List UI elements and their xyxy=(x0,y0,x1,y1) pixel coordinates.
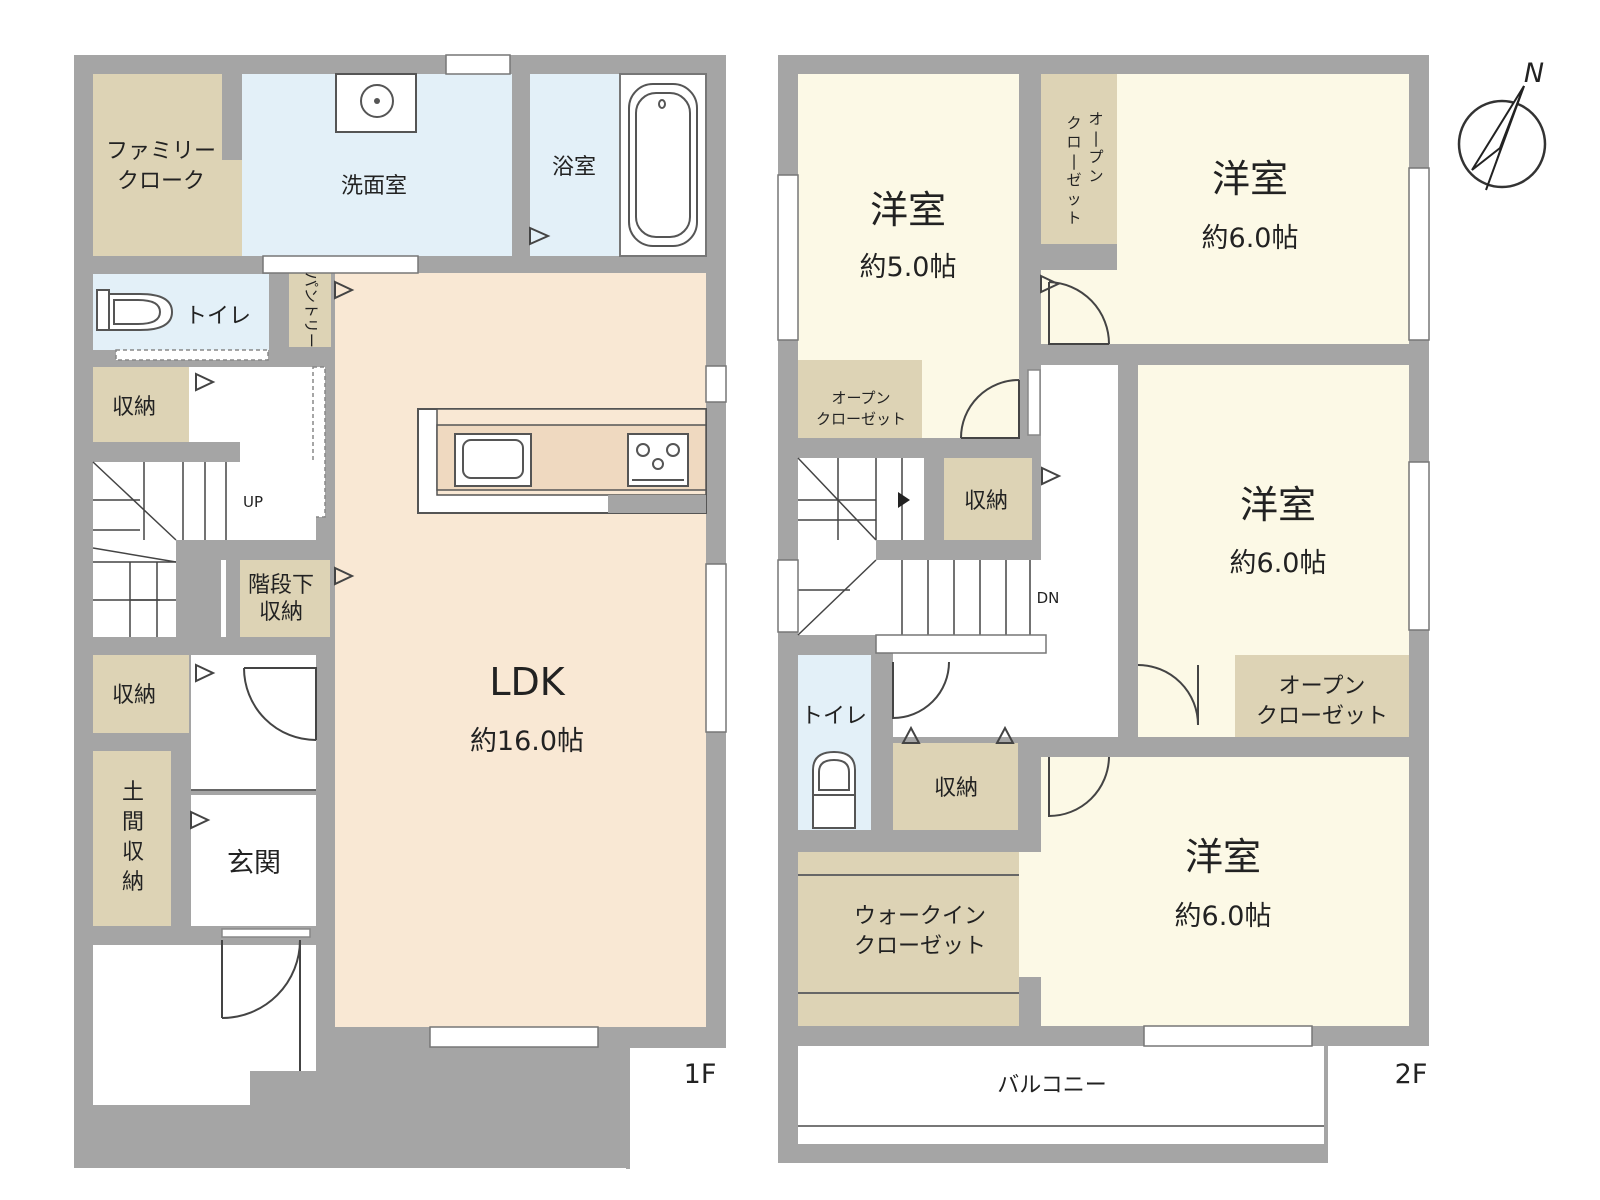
storage-2f-b xyxy=(893,743,1018,830)
sink-icon xyxy=(335,73,417,133)
label-family-closet-line: ファミリー xyxy=(106,139,216,164)
label-doma-storage: 土間収納 xyxy=(122,780,144,895)
label-open-closet-vertical-char: ロ xyxy=(1066,133,1081,151)
label-walk-in-closet-line: ウォークイン xyxy=(854,904,986,929)
label-bathroom: 浴室 xyxy=(552,155,596,180)
label-storage-1f-2: 収納 xyxy=(112,683,156,708)
label-compass-north: N xyxy=(1524,58,1544,89)
label-under-stairs-line: 収納 xyxy=(259,600,303,625)
label-open-closet-a-line: オープン xyxy=(831,389,890,407)
label-open-closet-a-line: クローゼット xyxy=(816,410,906,428)
open-closet-a xyxy=(798,360,922,438)
family-closet xyxy=(93,74,222,256)
label-open-closet-vertical-char: ゼ xyxy=(1066,171,1081,189)
open-closet-vertical xyxy=(1041,74,1117,244)
label-family-closet-line: クローク xyxy=(117,169,205,194)
label-doma-storage-line: 土 xyxy=(122,780,144,805)
label-open-closet-vertical-char: ト xyxy=(1066,209,1081,227)
label-room-c-name: 洋室 xyxy=(1240,483,1316,527)
label-open-closet-vertical-char: ッ xyxy=(1066,190,1081,208)
label-open-closet-vertical-char: ン xyxy=(1088,167,1103,185)
porch xyxy=(93,945,316,1071)
label-storage-1f-1: 収納 xyxy=(112,395,156,420)
label-open-closet-a: オープンクローゼット xyxy=(816,389,906,428)
label-open-closet-vertical: オ|プンクロ|ゼット xyxy=(1066,110,1103,227)
label-doma-storage-line: 収 xyxy=(122,840,144,865)
label-up: UP xyxy=(243,493,263,511)
label-room-a-size: 約5.0帖 xyxy=(860,252,957,283)
label-doma-storage-line: 間 xyxy=(122,810,144,835)
label-under-stairs: 階段下収納 xyxy=(248,573,314,625)
bathtub-icon xyxy=(628,83,698,247)
doma-storage xyxy=(93,751,171,926)
label-open-closet-c-line: オープン xyxy=(1279,674,1366,699)
ldk xyxy=(335,273,706,1027)
label-room-b-size: 約6.0帖 xyxy=(1202,223,1299,254)
label-floor-2: 2F xyxy=(1395,1059,1428,1090)
pantry xyxy=(289,273,331,347)
label-storage-2f-a: 収納 xyxy=(964,489,1008,514)
label-storage-2f-b: 収納 xyxy=(934,776,978,801)
label-floor-1: 1F xyxy=(684,1059,717,1090)
label-room-c-size: 約6.0帖 xyxy=(1230,548,1327,579)
label-pantry: パントリー xyxy=(302,272,320,348)
label-ldk-size: 約16.0帖 xyxy=(470,726,584,757)
label-balcony: バルコニー xyxy=(997,1073,1107,1098)
label-open-closet-vertical-char: | xyxy=(1093,129,1098,147)
floor-2 xyxy=(777,55,1547,1163)
under-stairs-storage xyxy=(240,560,330,637)
open-closet-c xyxy=(1235,655,1409,737)
label-walk-in-closet: ウォークインクローゼット xyxy=(854,904,986,959)
label-doma-storage-line: 納 xyxy=(122,870,144,895)
label-entrance: 玄関 xyxy=(227,848,281,879)
label-room-d-name: 洋室 xyxy=(1185,835,1261,879)
walk-in-closet xyxy=(798,852,1019,1026)
label-dn: DN xyxy=(1037,589,1060,607)
labels: ファミリークローク 洗面室 浴室 トイレ パントリー 収納 UP 階段下収納 収… xyxy=(106,58,1544,1098)
label-open-closet-vertical-char: | xyxy=(1071,152,1076,170)
label-room-b-name: 洋室 xyxy=(1212,157,1288,201)
compass-icon xyxy=(1457,85,1547,191)
storage-2f-a xyxy=(944,458,1032,540)
label-open-closet-c: オープンクローゼット xyxy=(1256,674,1388,729)
storage-1f-2 xyxy=(93,655,189,733)
entrance xyxy=(191,795,316,926)
floor-1 xyxy=(74,54,727,1169)
label-under-stairs-line: 階段下 xyxy=(248,573,314,598)
label-open-closet-vertical-char: プ xyxy=(1088,148,1103,166)
label-washroom: 洗面室 xyxy=(341,174,407,199)
label-room-d-size: 約6.0帖 xyxy=(1175,901,1272,932)
label-room-a-name: 洋室 xyxy=(870,188,946,232)
storage-1f-1 xyxy=(93,367,189,442)
bedroom-d xyxy=(1041,757,1409,1026)
label-family-closet: ファミリークローク xyxy=(106,139,216,194)
label-open-closet-c-line: クローゼット xyxy=(1256,704,1388,729)
label-ldk-name: LDK xyxy=(489,660,565,704)
balcony xyxy=(798,1046,1324,1144)
label-walk-in-closet-line: クローゼット xyxy=(854,934,986,959)
door-swing xyxy=(244,667,317,740)
label-toilet-2f: トイレ xyxy=(801,704,867,729)
label-open-closet-vertical-char: オ xyxy=(1088,110,1103,128)
label-open-closet-vertical-char: ク xyxy=(1066,114,1081,132)
label-toilet-1f: トイレ xyxy=(185,304,251,329)
